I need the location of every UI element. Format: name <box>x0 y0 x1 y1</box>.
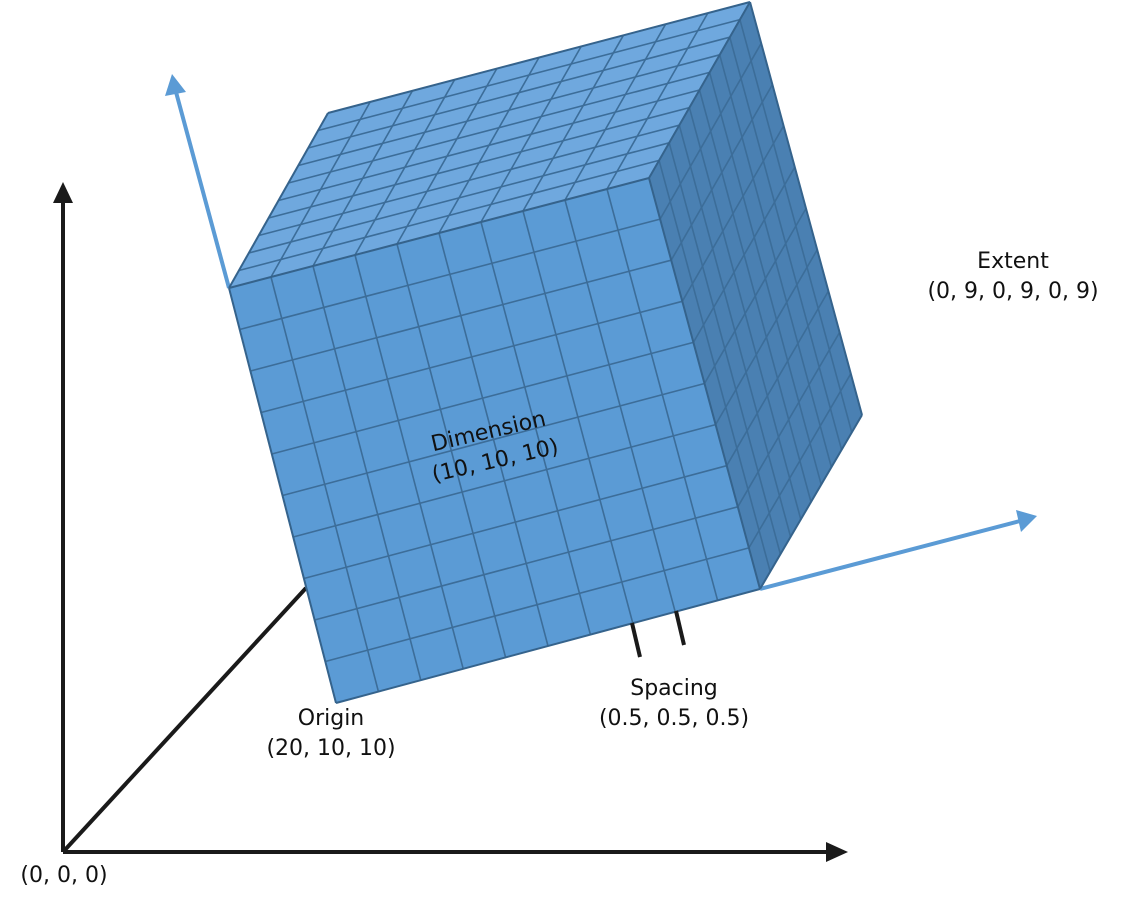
volume-edges <box>228 1 863 704</box>
front-grid-line <box>480 221 592 635</box>
image-volume-cube <box>228 1 863 704</box>
local-up-axis <box>174 91 231 289</box>
top-grid-line <box>317 18 741 132</box>
volume-side-grid <box>658 19 853 572</box>
cube-edge <box>228 287 337 704</box>
side-grid-line <box>714 249 818 426</box>
local-axes <box>165 74 1037 591</box>
origin-value: (20, 10, 10) <box>266 736 395 761</box>
top-grid-line <box>606 12 709 190</box>
volume-front-grid <box>239 188 750 692</box>
world-x-arrowhead <box>826 842 848 862</box>
front-grid-line <box>314 506 739 621</box>
local-right-axis <box>759 519 1021 591</box>
top-grid-line <box>564 23 667 201</box>
side-grid-line <box>708 72 822 485</box>
top-grid-line <box>480 46 582 223</box>
cube-edge <box>648 1 751 179</box>
cube-edge <box>228 112 329 289</box>
origin-title: Origin <box>298 706 365 731</box>
spacing-value: (0.5, 0.5, 0.5) <box>599 706 749 731</box>
cube-edge <box>759 414 863 590</box>
side-grid-line <box>729 36 843 451</box>
spacing-tick-right <box>674 610 686 646</box>
cube-edge <box>648 177 761 590</box>
extent-value: (0, 9, 0, 9, 0, 9) <box>927 279 1098 304</box>
cube-edge <box>335 588 761 704</box>
side-grid-line <box>737 331 841 508</box>
cube-edge <box>327 1 751 114</box>
top-grid-line <box>278 89 700 202</box>
cube-edge <box>228 177 650 289</box>
spacing-tick-left <box>630 622 642 658</box>
top-grid-line <box>307 36 731 149</box>
side-grid-line <box>739 19 853 433</box>
front-grid-line <box>325 547 750 663</box>
top-grid-line <box>288 71 710 184</box>
extent-title: Extent <box>977 249 1049 274</box>
top-grid-line <box>298 54 720 167</box>
local-right-arrowhead <box>1016 510 1037 532</box>
local-up-arrowhead <box>165 74 186 96</box>
top-grid-line <box>522 34 625 212</box>
front-grid-line <box>282 382 705 497</box>
spacing-title: Spacing <box>630 676 718 701</box>
front-grid-line <box>564 199 676 613</box>
volume-top-grid <box>238 12 741 278</box>
spacing-ticks <box>630 610 686 658</box>
world-origin-to-volume-line <box>61 586 308 854</box>
front-grid-line <box>303 464 727 580</box>
side-grid-line <box>748 373 852 549</box>
world-y-arrowhead <box>53 182 73 203</box>
cube-edge <box>749 1 863 416</box>
world-axes <box>53 182 848 862</box>
world-origin-label: (0, 0, 0) <box>20 863 107 888</box>
front-grid-line <box>606 188 719 601</box>
front-grid-line <box>292 423 716 538</box>
side-grid-line <box>703 208 807 384</box>
side-grid-line <box>718 54 833 468</box>
side-grid-line <box>726 290 830 467</box>
front-grid-line <box>522 210 634 624</box>
